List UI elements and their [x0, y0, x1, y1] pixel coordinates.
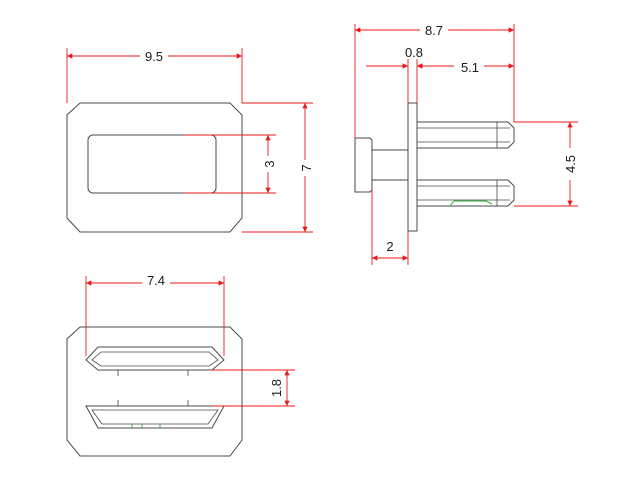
side-view-pin-top — [416, 121, 515, 149]
window-height-label: 3 — [262, 160, 277, 167]
pin-accent-mark — [449, 200, 493, 207]
side-total-label: 8.7 — [425, 23, 443, 38]
bottom-view-slot-upper — [85, 346, 225, 371]
slot-gap-label: 1.8 — [269, 379, 284, 397]
front-height-label: 7 — [299, 164, 314, 171]
slot-accent-mark — [131, 424, 161, 428]
side-view-neck — [371, 149, 409, 181]
bottom-width-label: 7.4 — [147, 273, 165, 288]
bottom-view: 7.4 1.8 — [66, 272, 295, 457]
side-view-pin-bottom — [416, 179, 515, 207]
side-view: 8.7 0.8 5.1 4.5 2 — [354, 22, 578, 265]
head-length-label: 2 — [386, 239, 393, 254]
flange-thickness-label: 0.8 — [405, 45, 423, 60]
side-view-flange — [407, 102, 418, 232]
front-width-label: 9.5 — [145, 49, 163, 64]
pin-spacing-label: 4.5 — [563, 155, 578, 173]
bottom-view-outline — [66, 326, 243, 457]
front-view: 9.5 7 3 — [66, 48, 314, 233]
pin-length-label: 5.1 — [461, 60, 479, 75]
bottom-view-slot-lower — [85, 405, 225, 429]
front-view-window — [87, 134, 217, 194]
